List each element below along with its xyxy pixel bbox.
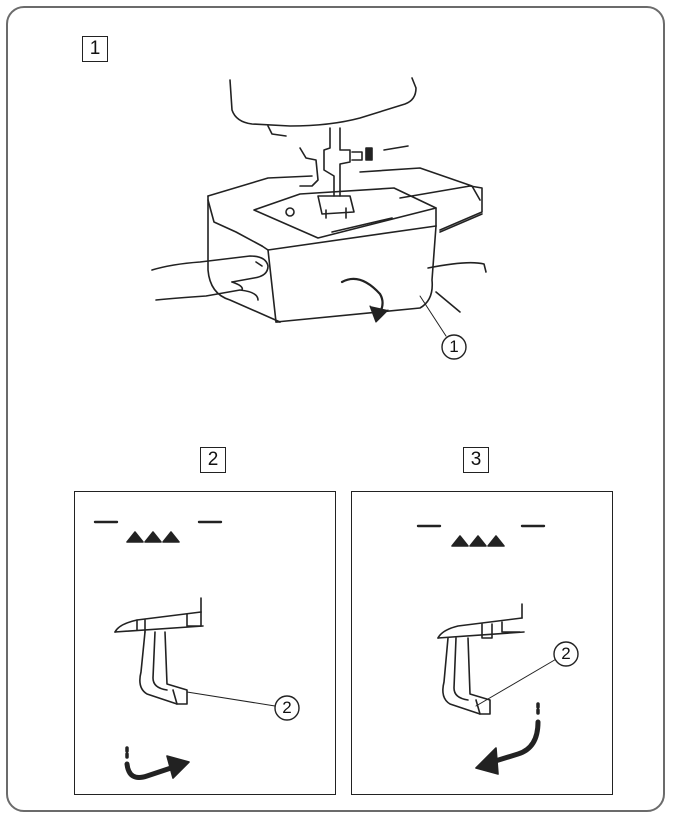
feed-dog-lever-up-illustration bbox=[416, 524, 579, 775]
feed-dog-lever-down-illustration bbox=[93, 520, 300, 780]
panel-feed-dog-up: ② 2 — ▲▲▲ — bbox=[351, 491, 613, 795]
callout-1-number: 1 bbox=[449, 337, 459, 356]
step-1-label: 1 bbox=[82, 36, 108, 62]
page-frame bbox=[6, 6, 665, 812]
callout-2-right-number: 2 bbox=[561, 644, 571, 663]
callout-2-left-number: 2 bbox=[282, 698, 292, 717]
step-3-label: 3 bbox=[463, 447, 489, 473]
callout-1-circle bbox=[441, 334, 467, 360]
step-2-label: 2 bbox=[200, 447, 226, 473]
panel-feed-dog-down: ② 2 — ▲▲▲ — bbox=[74, 491, 336, 795]
